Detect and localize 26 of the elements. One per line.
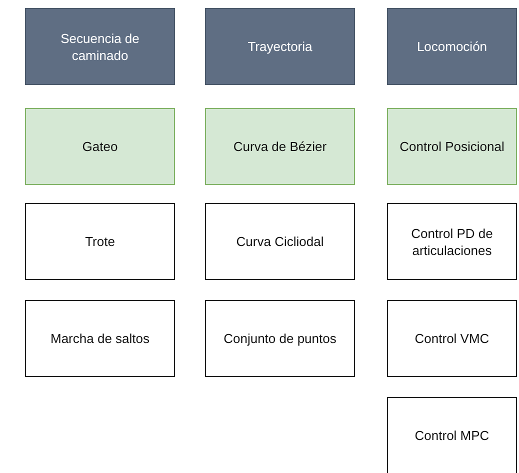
box-label: Marcha de saltos (50, 330, 150, 347)
highlighted-box (387, 108, 517, 185)
option-box (25, 300, 175, 377)
option-box (25, 203, 175, 280)
box-label: Control Posicional (400, 138, 504, 155)
box-label: Control VMC (414, 330, 490, 347)
option-box (387, 203, 517, 280)
box-label: Locomoción (416, 38, 488, 55)
box-label: Secuencia de caminado (60, 30, 140, 64)
option-box (387, 300, 517, 377)
box-label: Trote (85, 233, 115, 250)
highlighted-box (25, 108, 175, 185)
highlighted-box (205, 108, 355, 185)
box-label: Trayectoria (248, 38, 312, 55)
box-label: Gateo (82, 138, 118, 155)
box-label: Control PD de articulaciones (410, 224, 494, 258)
option-box (205, 203, 355, 280)
option-box (387, 397, 517, 473)
header-box (387, 8, 517, 85)
option-box (205, 300, 355, 377)
box-label: Curva Cicliodal (236, 233, 324, 250)
box-label: Conjunto de puntos (224, 330, 336, 347)
header-box (25, 8, 175, 85)
box-label: Curva de Bézier (233, 138, 327, 155)
box-label: Control MPC (414, 427, 490, 444)
header-box (205, 8, 355, 85)
